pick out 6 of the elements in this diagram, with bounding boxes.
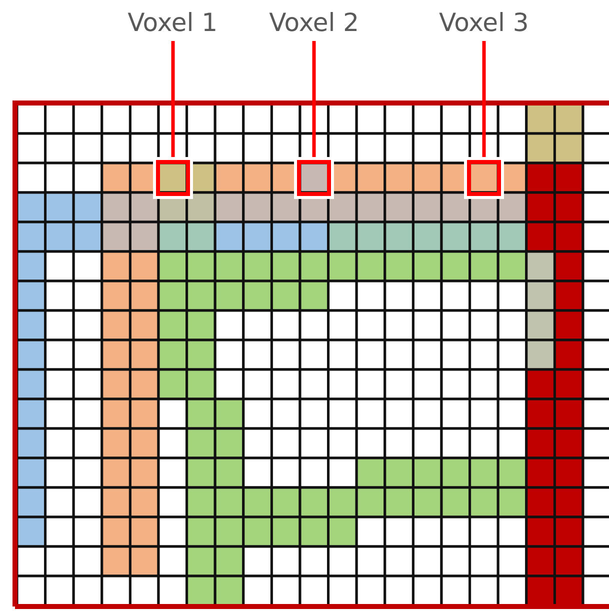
- voxel-label: Voxel 3: [438, 8, 529, 38]
- leader-line: [312, 41, 316, 160]
- leader-line: [171, 41, 175, 160]
- voxel-label: Voxel 2: [269, 8, 360, 38]
- leader-line: [482, 41, 486, 160]
- voxel-label: Voxel 1: [128, 8, 218, 38]
